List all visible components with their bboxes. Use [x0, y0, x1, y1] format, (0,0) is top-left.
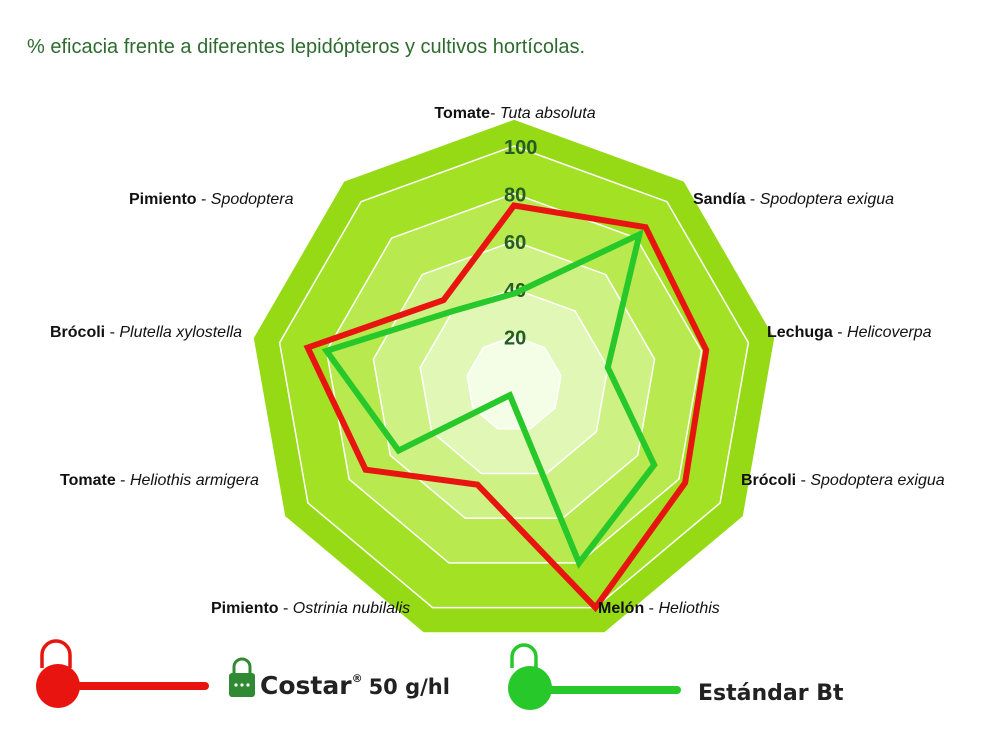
- category-sep-0: -: [490, 105, 500, 122]
- category-pest-7: Plutella xylostella: [119, 324, 242, 341]
- radar-series: [303, 202, 710, 613]
- legend-bt-label: Estándar Bt: [698, 681, 844, 706]
- category-label-2: Lechuga - Helicoverpa: [767, 324, 932, 341]
- category-pest-1: Spodoptera exigua: [760, 191, 894, 208]
- legend-item-bt: Estándar Bt: [508, 643, 844, 710]
- category-sep-2: -: [833, 324, 847, 341]
- category-crop-2: Lechuga: [767, 324, 833, 341]
- radar-tick-60: 60: [504, 232, 526, 254]
- category-crop-6: Tomate: [60, 472, 116, 489]
- series-line-bt: [321, 229, 658, 569]
- legend: Costar® 50 g/hl Estándar Bt: [36, 639, 844, 710]
- series-line-costar: [303, 202, 710, 613]
- chart-title: % eficacia frente a diferentes lepidópte…: [27, 36, 586, 58]
- category-sep-7: -: [105, 324, 119, 341]
- radar-ring-20: [466, 335, 562, 430]
- category-label-0: Tomate- Tuta absoluta: [434, 105, 595, 122]
- category-crop-8: Pimiento: [129, 191, 197, 208]
- legend-costar-label: Costar: [260, 671, 352, 700]
- category-label-6: Tomate - Heliothis armigera: [60, 472, 259, 489]
- category-pest-3: Spodoptera exigua: [810, 472, 944, 489]
- category-pest-6: Heliothis armigera: [130, 472, 259, 489]
- category-crop-5: Pimiento: [211, 600, 279, 617]
- radar-tick-100: 100: [504, 137, 537, 159]
- legend-costar-dose: 50 g/hl: [369, 675, 450, 699]
- category-pest-8: Spodoptera: [211, 191, 294, 208]
- category-pest-0: Tuta absoluta: [500, 105, 596, 122]
- radar-tick-20: 20: [504, 327, 526, 349]
- category-crop-4: Melón: [598, 600, 644, 617]
- legend-costar-mark: ®: [352, 672, 363, 685]
- category-pest-2: Helicoverpa: [847, 324, 932, 341]
- category-crop-0: Tomate: [434, 105, 490, 122]
- legend-costar-text: Costar® 50 g/hl: [260, 671, 450, 700]
- category-label-8: Pimiento - Spodoptera: [129, 191, 294, 208]
- category-crop-1: Sandía: [693, 191, 746, 208]
- category-crop-3: Brócoli: [741, 472, 796, 489]
- category-sep-5: -: [279, 600, 293, 617]
- category-label-3: Brócoli - Spodoptera exigua: [741, 472, 945, 489]
- category-sep-1: -: [745, 191, 759, 208]
- category-crop-7: Brócoli: [50, 324, 105, 341]
- category-sep-8: -: [197, 191, 211, 208]
- legend-costar-marker: [36, 664, 80, 708]
- legend-bt-lock-shackle: [510, 643, 538, 668]
- legend-item-costar: Costar® 50 g/hl: [36, 639, 450, 708]
- category-sep-4: -: [644, 600, 658, 617]
- padlock-icon: [229, 657, 255, 697]
- category-label-4: Melón - Heliothis: [598, 600, 720, 617]
- category-label-1: Sandía - Spodoptera exigua: [693, 191, 894, 208]
- category-sep-6: -: [116, 472, 130, 489]
- legend-bt-marker: [508, 666, 552, 710]
- category-pest-5: Ostrinia nubilalis: [293, 600, 410, 617]
- radar-tick-80: 80: [504, 185, 526, 207]
- category-label-5: Pimiento - Ostrinia nubilalis: [211, 600, 410, 617]
- category-sep-3: -: [796, 472, 810, 489]
- category-label-7: Brócoli - Plutella xylostella: [50, 324, 242, 341]
- category-pest-4: Heliothis: [658, 600, 719, 617]
- legend-costar-lock-shackle: [40, 639, 72, 668]
